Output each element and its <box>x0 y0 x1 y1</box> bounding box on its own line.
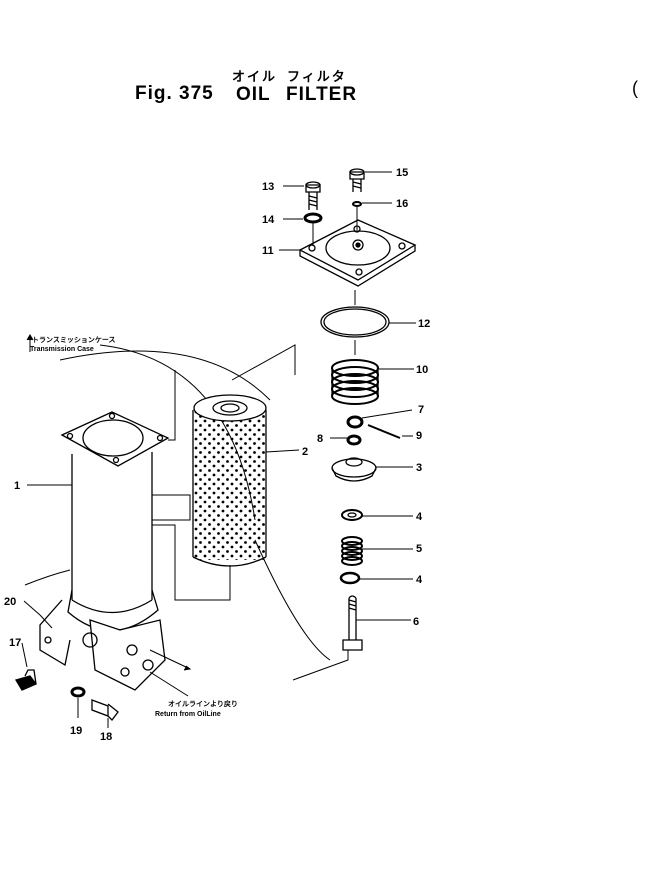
label-17: 17 <box>9 637 21 649</box>
retainer-4-upper <box>341 509 363 521</box>
washer-16 <box>352 201 362 207</box>
label-13: 13 <box>262 181 274 193</box>
label-2: 2 <box>302 446 308 458</box>
filter-housing <box>39 411 170 691</box>
title-jp-filter: フィルタ <box>287 69 347 84</box>
center-bolt-6 <box>342 595 363 651</box>
label-12: 12 <box>418 318 430 330</box>
label-18: 18 <box>100 731 112 743</box>
label-5: 5 <box>416 543 422 555</box>
note-return-en: Return from OilLine <box>155 711 221 718</box>
bolt-13 <box>305 181 321 210</box>
note-return-jp: オイルラインより戻り <box>168 699 238 708</box>
valve-3 <box>331 457 377 482</box>
retainer-4-lower <box>339 571 361 585</box>
margin-mark: ( <box>632 78 638 98</box>
label-14: 14 <box>262 214 275 226</box>
cotter-pin-9 <box>367 424 401 439</box>
washer-14 <box>303 212 323 224</box>
filter-element <box>192 394 267 567</box>
label-9: 9 <box>416 430 422 442</box>
o-ring-12 <box>320 306 390 338</box>
label-3: 3 <box>416 462 422 474</box>
plug-17 <box>15 669 38 691</box>
label-11: 11 <box>262 245 274 257</box>
fig-label: Fig. 375 <box>135 83 214 104</box>
note-transmission-en: Transmission Case <box>30 346 94 353</box>
label-10: 10 <box>416 364 428 376</box>
spring-10 <box>331 359 379 405</box>
label-4-lower: 4 <box>416 574 423 586</box>
label-1: 1 <box>14 480 20 492</box>
spring-5 <box>341 536 363 566</box>
transmission-arrow <box>26 334 34 352</box>
label-8: 8 <box>317 433 323 445</box>
title-en-filter: FILTER <box>286 84 358 105</box>
assembly-axis <box>312 207 358 355</box>
bracket-lines <box>152 344 296 601</box>
leader-lines <box>21 171 416 728</box>
washer-8 <box>346 434 362 446</box>
bolt-15 <box>349 168 365 192</box>
label-6: 6 <box>413 616 419 628</box>
label-20: 20 <box>4 596 16 608</box>
label-4-upper: 4 <box>416 511 423 523</box>
title-jp-oil: オイル <box>232 69 278 84</box>
label-7: 7 <box>418 404 424 416</box>
part-labels: 1 2 3 4 5 4 6 7 8 9 10 11 12 13 14 15 16… <box>4 167 430 743</box>
title-en-oil: OIL <box>236 84 271 105</box>
transmission-case-outline <box>24 344 331 661</box>
return-line <box>149 649 192 697</box>
nut-7 <box>346 415 364 429</box>
label-15: 15 <box>396 167 408 179</box>
label-16: 16 <box>396 198 408 210</box>
note-transmission-jp: トランスミッションケース <box>32 336 116 344</box>
label-19: 19 <box>70 725 82 737</box>
washer-19 <box>70 686 86 698</box>
bolt-18 <box>91 699 119 721</box>
